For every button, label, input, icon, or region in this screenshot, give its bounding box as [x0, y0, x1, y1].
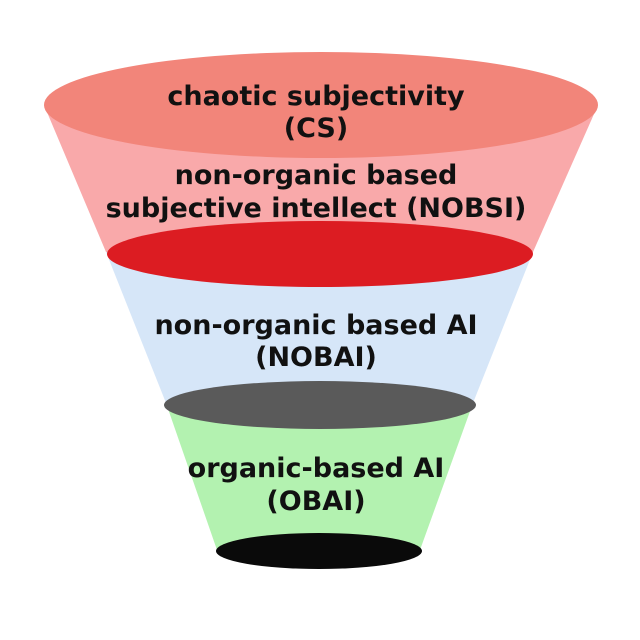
nobai-label-line1: non-organic based AI: [154, 310, 477, 341]
nobsi-label-line1: non-organic based: [175, 160, 458, 191]
cs-label-line1: chaotic subjectivity: [167, 81, 465, 112]
nobai-section: [106, 252, 533, 403]
obai-section: [166, 403, 473, 550]
gray-divider-ellipse: [164, 381, 476, 429]
nobai-label-line2: (NOBAI): [255, 342, 377, 373]
cs-label-line2: (CS): [284, 113, 348, 144]
obai-label-line1: organic-based AI: [188, 453, 445, 484]
nobsi-label-line2: subjective intellect (NOBSI): [106, 193, 527, 224]
obai-label-line2: (OBAI): [266, 486, 365, 517]
cs-top-ellipse: [44, 52, 598, 158]
red-divider-ellipse: [107, 221, 533, 287]
black-bottom-ellipse: [216, 533, 422, 569]
